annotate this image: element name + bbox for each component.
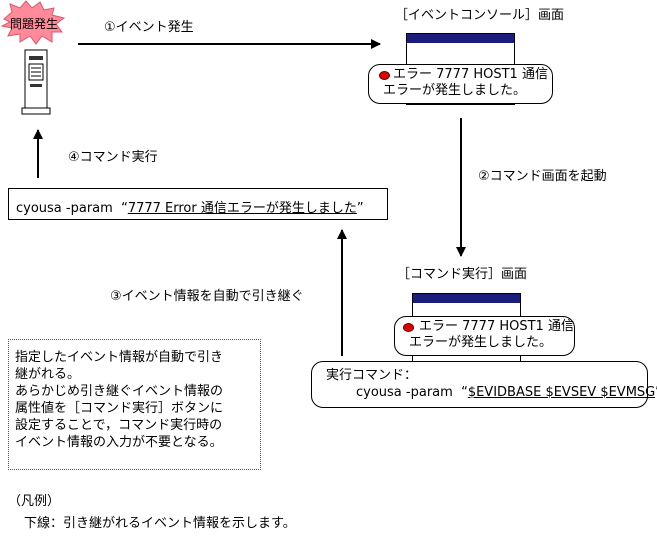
- note-line: 指定したイベント情報が自動で引き: [15, 350, 224, 365]
- step-3-label: ③イベント情報を自動で引き継ぐ: [110, 289, 304, 304]
- exec-command-box: 実行コマンド： cyousa -param “$EVIDBASE $EVSEV …: [311, 361, 657, 408]
- event-console-message: エラー 7777 HOST1 通信 エラーが発生しました。: [368, 64, 553, 104]
- error-icon: [403, 323, 414, 332]
- legend-text: 下線：引き継がれるイベント情報を示します。: [24, 516, 296, 531]
- resolved-command-box: cyousa -param “7777 Error 通信エラーが発生しました”: [8, 188, 388, 220]
- command-message-line2: エラーが発生しました。: [409, 335, 553, 350]
- problem-burst: [0, 0, 66, 45]
- note-line: 属性値を［コマンド実行］ボタンに: [15, 401, 224, 416]
- event-message-line1: エラー 7777 HOST1 通信: [393, 67, 548, 82]
- command-message-line1: エラー 7777 HOST1 通信: [419, 319, 574, 334]
- note-line: 設定することで，コマンド実行時の: [15, 418, 223, 433]
- command-screen-title: ［コマンド実行］画面: [397, 267, 528, 282]
- event-message-line2: エラーが発生しました。: [383, 83, 527, 98]
- command-screen-message: エラー 7777 HOST1 通信 エラーが発生しました。: [394, 316, 575, 356]
- note-box: 指定したイベント情報が自動で引き 継がれる。 あらかじめ引き継ぐイベント情報の …: [8, 339, 261, 470]
- resolved-command-prefix: cyousa -param: [16, 201, 113, 216]
- error-icon: [379, 71, 390, 80]
- note-line: あらかじめ引き継ぐイベント情報の: [15, 384, 224, 399]
- resolved-command-args: 7777 Error 通信エラーが発生しました: [127, 201, 357, 216]
- step-2-label: ②コマンド画面を起動: [478, 169, 607, 184]
- command-screen-titlebar: [413, 294, 520, 303]
- step-1-label: ①イベント発生: [104, 20, 194, 35]
- server-icon: [21, 49, 51, 115]
- step-4-label: ④コマンド実行: [68, 150, 158, 165]
- legend-title: （凡例）: [8, 494, 61, 509]
- event-console-title: ［イベントコンソール］画面: [395, 8, 565, 23]
- exec-command-label: 実行コマンド：: [326, 368, 418, 383]
- exec-command-prefix: cyousa -param: [356, 385, 453, 400]
- event-console-titlebar: [407, 34, 514, 43]
- exec-command-args: $EVIDBASE $EVSEV $EVMSG: [467, 385, 655, 400]
- note-line: 継がれる。: [15, 367, 81, 382]
- problem-label: 問題発生: [10, 17, 59, 31]
- note-line: イベント情報の入力が不要となる。: [15, 435, 223, 450]
